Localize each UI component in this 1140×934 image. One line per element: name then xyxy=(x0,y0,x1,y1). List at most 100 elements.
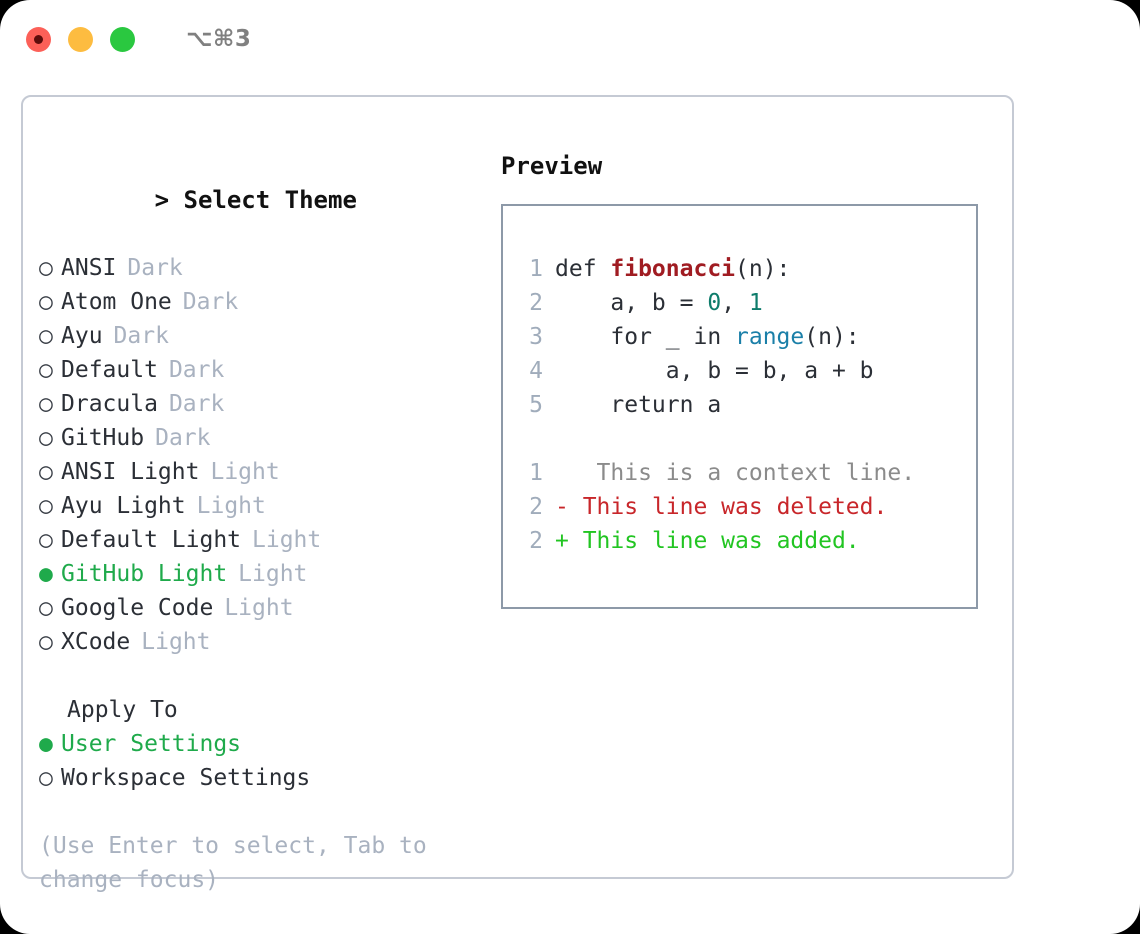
theme-list-item[interactable]: ○ GitHub Dark xyxy=(39,421,489,455)
title-bar: ⌥⌘3 xyxy=(0,0,1140,78)
radio-unselected-icon: ○ xyxy=(39,595,53,621)
line-number: 1 xyxy=(529,460,543,486)
radio-unselected-icon: ○ xyxy=(39,289,53,315)
radio-unselected-icon: ○ xyxy=(39,357,53,383)
code-token: (n): xyxy=(804,324,860,350)
diff-line: 1 This is a context line. xyxy=(519,456,976,490)
theme-list-item[interactable]: ○ Ayu Dark xyxy=(39,319,489,353)
code-token: def xyxy=(555,256,611,282)
theme-variant-tag: Light xyxy=(238,561,308,587)
theme-variant-tag: Light xyxy=(210,459,280,485)
apply-to-option[interactable]: ●User Settings xyxy=(39,727,489,761)
diff-sample: 1 This is a context line.2- This line wa… xyxy=(519,456,976,558)
theme-list-item[interactable]: ○ Default Dark xyxy=(39,353,489,387)
theme-list-item[interactable]: ○ Atom One Dark xyxy=(39,285,489,319)
radio-unselected-icon: ○ xyxy=(39,459,53,485)
theme-name: Ayu xyxy=(61,323,103,349)
code-token: a, b = xyxy=(555,290,708,316)
radio-unselected-icon: ○ xyxy=(39,493,53,519)
diff-line: 2 + This line was added. xyxy=(519,524,976,558)
radio-unselected-icon: ○ xyxy=(39,255,53,281)
line-number: 2 xyxy=(529,290,543,316)
theme-name: GitHub xyxy=(61,425,145,451)
line-number: 5 xyxy=(529,392,543,418)
theme-variant-tag: Light xyxy=(224,595,294,621)
code-line: 4 a, b = b, a + b xyxy=(519,354,976,388)
apply-to-label: User Settings xyxy=(61,731,242,757)
preview-title: Preview xyxy=(501,152,603,180)
diff-text: This is a context line. xyxy=(568,460,916,486)
code-line: 2 a, b = 0, 1 xyxy=(519,286,976,320)
window-controls xyxy=(26,26,135,52)
code-token: , xyxy=(721,290,749,316)
line-number: 4 xyxy=(529,358,543,384)
diff-marker: - xyxy=(555,494,569,520)
apply-to-list[interactable]: ●User Settings ○ Workspace Settings xyxy=(39,727,489,795)
theme-name: Default xyxy=(61,357,158,383)
page-title: > Select Theme xyxy=(39,149,489,251)
theme-variant-tag: Dark xyxy=(168,391,225,417)
theme-variant-tag: Dark xyxy=(113,323,169,349)
theme-variant-tag: Dark xyxy=(155,425,211,451)
apply-to-heading: Apply To xyxy=(67,697,178,723)
diff-text: This line was added. xyxy=(568,528,860,554)
keyboard-shortcut-label: ⌥⌘3 xyxy=(186,25,252,52)
line-number: 1 xyxy=(529,256,543,282)
line-number: 3 xyxy=(529,324,543,350)
code-diff-gap xyxy=(519,422,976,456)
radio-unselected-icon: ○ xyxy=(39,323,53,349)
page-title-text: Select Theme xyxy=(183,186,357,214)
diff-marker: + xyxy=(555,528,569,554)
code-line: 3 for _ in range(n): xyxy=(519,320,976,354)
code-line: 5 return a xyxy=(519,388,976,422)
theme-list-item[interactable]: ● GitHub Light Light xyxy=(39,557,489,591)
apply-to-option[interactable]: ○ Workspace Settings xyxy=(39,761,489,795)
theme-list-item[interactable]: ○ ANSI Light Light xyxy=(39,455,489,489)
minimize-button[interactable] xyxy=(68,26,93,52)
close-button[interactable] xyxy=(26,26,51,52)
radio-selected-icon: ● xyxy=(39,561,53,587)
diff-text: This line was deleted. xyxy=(568,494,888,520)
line-number: 2 xyxy=(529,494,543,520)
line-number: 2 xyxy=(529,528,543,554)
radio-unselected-icon: ○ xyxy=(39,765,53,791)
theme-name: GitHub Light xyxy=(61,561,228,587)
theme-name: Default Light xyxy=(61,527,242,553)
theme-variant-tag: Light xyxy=(252,527,322,553)
theme-name: Dracula xyxy=(61,391,158,417)
code-token: (n): xyxy=(735,256,791,282)
radio-unselected-icon: ○ xyxy=(39,425,53,451)
maximize-button[interactable] xyxy=(110,26,135,52)
code-token: a, b = b, a + b xyxy=(555,358,874,384)
theme-variant-tag: Dark xyxy=(182,289,239,315)
code-token: for _ in xyxy=(555,324,736,350)
theme-list-item[interactable]: ○ Default Light Light xyxy=(39,523,489,557)
theme-variant-tag: Dark xyxy=(168,357,225,383)
code-token: fibonacci xyxy=(610,256,736,282)
code-token: 0 xyxy=(707,290,722,316)
theme-name: ANSI xyxy=(61,255,117,281)
theme-name: ANSI Light xyxy=(61,459,200,485)
theme-name: Atom One xyxy=(61,289,172,315)
radio-unselected-icon: ○ xyxy=(39,527,53,553)
diff-line: 2- This line was deleted. xyxy=(519,490,976,524)
radio-unselected-icon: ○ xyxy=(39,629,53,655)
list-spacer xyxy=(39,659,489,693)
theme-variant-tag: Light xyxy=(196,493,266,519)
code-token: range xyxy=(735,324,805,350)
code-token: return a xyxy=(555,392,722,418)
apply-to-label: Workspace Settings xyxy=(61,765,311,791)
theme-list-item[interactable]: ○ Dracula Dark xyxy=(39,387,489,421)
radio-unselected-icon: ○ xyxy=(39,391,53,417)
